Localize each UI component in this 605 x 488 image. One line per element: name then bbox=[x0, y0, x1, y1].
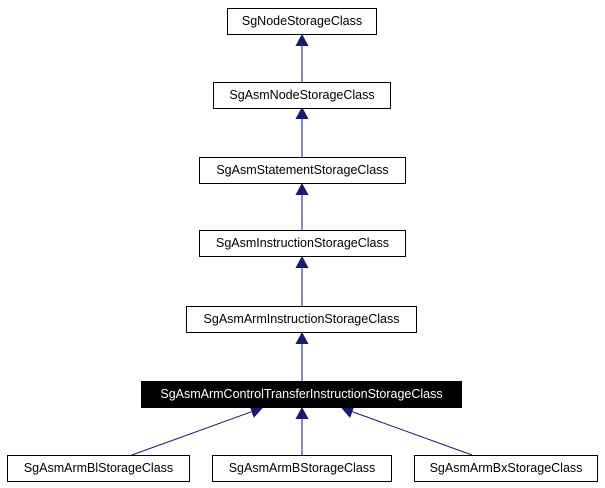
edge-bx-to-control-transfer bbox=[342, 408, 473, 456]
class-node-sg-asm-statement-storage-class[interactable]: SgAsmStatementStorageClass bbox=[199, 157, 406, 184]
class-node-sg-asm-arm-instruction-storage-class[interactable]: SgAsmArmInstructionStorageClass bbox=[186, 306, 417, 333]
class-node-sg-node-storage-class[interactable]: SgNodeStorageClass bbox=[227, 8, 377, 35]
class-node-sg-asm-node-storage-class[interactable]: SgAsmNodeStorageClass bbox=[213, 82, 391, 109]
class-node-sg-asm-arm-b-storage-class[interactable]: SgAsmArmBStorageClass bbox=[212, 455, 392, 482]
class-node-sg-asm-arm-control-transfer-instruction-storage-class: SgAsmArmControlTransferInstructionStorag… bbox=[141, 381, 462, 408]
class-node-sg-asm-arm-bl-storage-class[interactable]: SgAsmArmBlStorageClass bbox=[7, 455, 190, 482]
class-node-sg-asm-arm-bx-storage-class[interactable]: SgAsmArmBxStorageClass bbox=[414, 455, 598, 482]
edge-bl-to-control-transfer bbox=[131, 408, 262, 456]
class-node-sg-asm-instruction-storage-class[interactable]: SgAsmInstructionStorageClass bbox=[199, 230, 406, 257]
